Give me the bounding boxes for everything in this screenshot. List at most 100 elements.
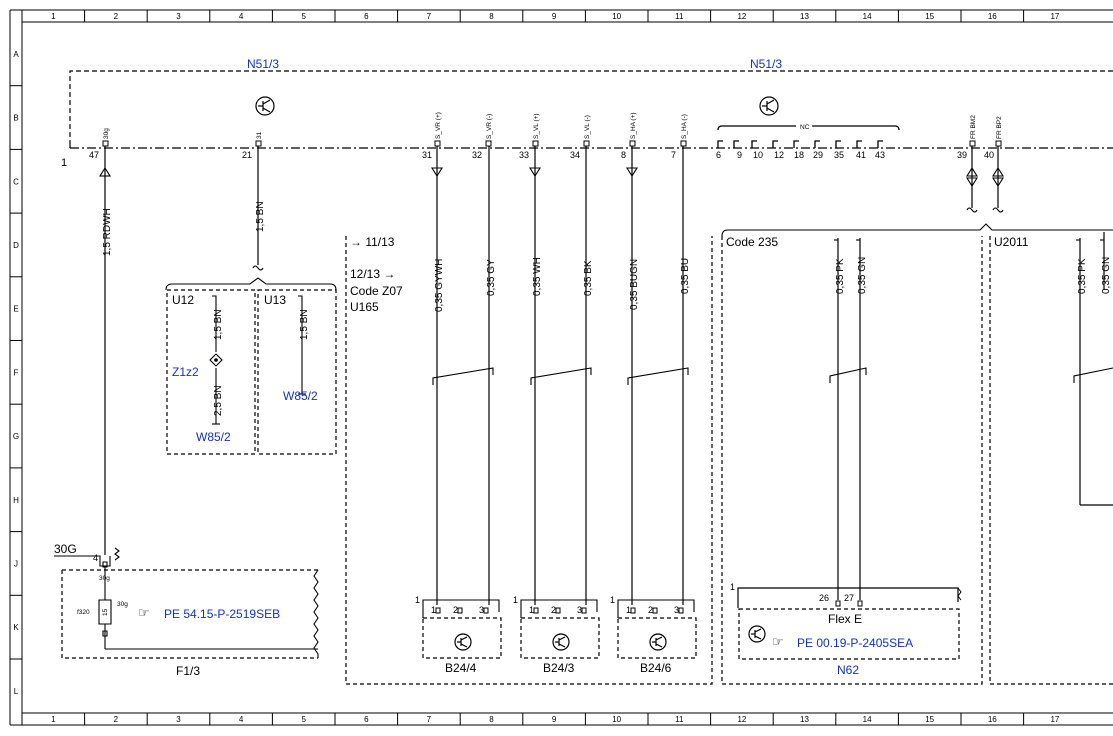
pin-number: 34 (570, 150, 580, 160)
sensor-connector-outline (521, 600, 597, 618)
column-number: 1 (51, 12, 56, 21)
code-235-box (722, 236, 982, 684)
fuse-wiring (54, 548, 318, 649)
row-letter: G (13, 432, 19, 441)
sensor-pin-connector (679, 608, 683, 613)
w85-2-label[interactable]: W85/2 (283, 389, 318, 403)
transistor-icon (749, 626, 765, 642)
n62-reference-link[interactable]: PE 00.19-P-2405SEA (797, 636, 913, 650)
wire-label-bu: 0,35 BU (680, 258, 691, 294)
column-number: 9 (552, 12, 557, 21)
pin-connectors (103, 141, 1001, 146)
row-letter: A (13, 50, 19, 59)
column-number: 16 (988, 12, 997, 21)
sensor-box (423, 618, 501, 658)
sensor-box (521, 618, 599, 658)
fuse-30g-side: 30g (117, 601, 128, 608)
column-number: 15 (925, 715, 934, 724)
w85-2-label[interactable]: W85/2 (196, 430, 231, 444)
wire-label-pk: 0,35 PK (835, 258, 846, 294)
twisted-pair-markers (433, 368, 1113, 385)
pin-number: 32 (472, 150, 482, 160)
pin-number-group: 47 21 31 32 33 34 8 7 6 9 10 12 18 29 35… (89, 150, 994, 160)
column-number: 17 (1050, 12, 1059, 21)
pin-label-group: 30g 31 S_VR (+) S_VR (-) S_VL (+) S_VL (… (103, 112, 1003, 139)
column-number: 15 (925, 12, 934, 21)
column-number: 17 (1050, 715, 1059, 724)
column-number: 11 (675, 12, 684, 21)
column-number: 16 (988, 715, 997, 724)
pin-number: 31 (422, 150, 432, 160)
u165-label: U165 (350, 300, 379, 314)
fuse-reference-link[interactable]: PE 54.15-P-2519SEB (164, 607, 280, 621)
column-number: 14 (863, 12, 872, 21)
pin-label-vr-pos: S_VR (+) (435, 112, 442, 139)
column-number: 8 (489, 715, 494, 724)
column-number: 3 (176, 715, 181, 724)
direction-arrows (100, 168, 1003, 186)
transistor-icon (256, 97, 274, 115)
sensor-pin-connector (631, 608, 635, 613)
n62-pin-27: 27 (844, 593, 854, 603)
sensor-label[interactable]: B24/6 (640, 661, 672, 675)
column-number: 9 (552, 715, 557, 724)
row-letter: K (13, 623, 19, 632)
sensor-label[interactable]: B24/3 (543, 661, 575, 675)
column-number: 10 (612, 715, 621, 724)
splice-point-icon (214, 358, 218, 362)
row-letter: L (14, 687, 19, 696)
wire-label-gywh: 0,35 GYWH (434, 259, 445, 312)
sensor-marker: 1 (610, 595, 615, 605)
sensor-label[interactable]: B24/4 (445, 661, 477, 675)
code-z07-box (346, 236, 712, 684)
sensor-connector-outline (618, 600, 694, 618)
n51-3-module (70, 71, 1113, 148)
column-number: 11 (675, 715, 684, 724)
transistor-icon (553, 634, 569, 650)
n62-label[interactable]: N62 (837, 663, 859, 677)
column-number: 12 (737, 715, 746, 724)
wire-lines (105, 146, 1113, 605)
ref-11-13[interactable]: → 11/13 (350, 235, 395, 249)
pin-number: 21 (242, 150, 252, 160)
nc-label: NC (800, 124, 810, 131)
u12-u13-wires (210, 296, 306, 424)
row-letter: F (14, 368, 19, 377)
pin-number: 7 (671, 150, 676, 160)
wire-label-pk-u2011: 0,35 PK (1077, 258, 1088, 294)
pin-label-vr-neg: S_VR (-) (486, 114, 493, 139)
sensor-pin-number: 2 (648, 605, 653, 615)
column-number: 7 (427, 715, 432, 724)
column-number: 12 (737, 12, 746, 21)
column-number: 14 (863, 715, 872, 724)
sensor-pin-connector (582, 608, 586, 613)
column-number: 7 (427, 12, 432, 21)
n51-3-label-right[interactable]: N51/3 (750, 57, 782, 71)
ref-12-13[interactable]: 12/13 → (350, 267, 395, 281)
pin-label-vl-pos: S_VL (+) (533, 113, 540, 139)
pin-number: 43 (875, 150, 885, 160)
pin-label-fr-bp2: FR BP2 (996, 116, 1003, 139)
pin-number: 41 (856, 150, 866, 160)
wire-label-bn: 1,5 BN (255, 201, 266, 232)
drawing-frame (10, 10, 1113, 725)
pin-number: 47 (89, 150, 99, 160)
fuse-15: 15 (102, 608, 109, 616)
row-ticks (10, 86, 22, 659)
sensor-pin-connector (484, 608, 488, 613)
z1z2-label[interactable]: Z1z2 (172, 365, 199, 379)
sensor-connector-outline (423, 600, 499, 618)
pin-number: 12 (774, 150, 784, 160)
pin-number: 10 (753, 150, 763, 160)
column-labels: 1122334455667788991010111112121313141415… (51, 12, 1060, 724)
pin-number: 29 (813, 150, 823, 160)
wire-label-bugn: 0,35 BUGN (629, 259, 640, 310)
column-number: 13 (800, 12, 809, 21)
pin-number: 8 (621, 150, 626, 160)
n51-3-label-left[interactable]: N51/3 (247, 57, 279, 71)
column-number: 13 (800, 715, 809, 724)
pointing-hand-icon: ☞ (772, 635, 784, 650)
